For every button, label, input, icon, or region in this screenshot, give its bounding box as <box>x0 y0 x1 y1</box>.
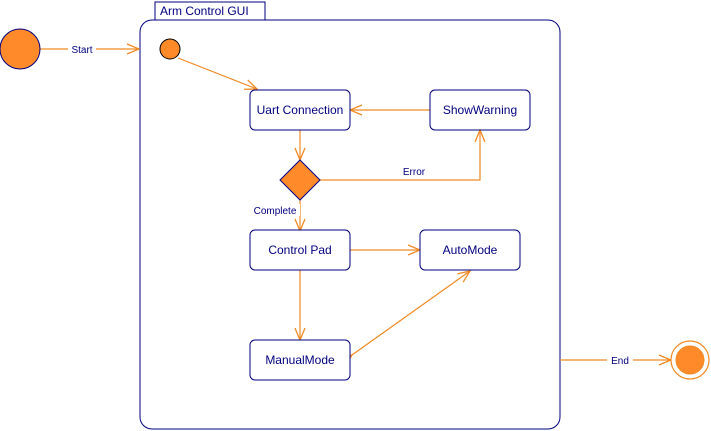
frame-title: Arm Control GUI <box>160 4 249 18</box>
initial-node <box>159 38 181 60</box>
complete-label-bg <box>250 204 300 216</box>
state-auto-mode: AutoMode <box>419 229 521 271</box>
state-control-pad: Control Pad <box>249 229 351 271</box>
edge-error <box>320 130 480 181</box>
error-label: Error <box>403 167 426 178</box>
composite-state-arm-control-gui: Arm Control GUI <box>139 1 561 430</box>
end-node <box>670 340 710 380</box>
edge-initial-to-uart <box>177 57 257 89</box>
state-uart-connection: Uart Connection <box>249 89 351 131</box>
start-node <box>0 28 41 70</box>
state-label: Uart Connection <box>257 103 344 117</box>
state-show-warning: ShowWarning <box>429 89 531 131</box>
transition-labels: Start Error Complete End <box>68 43 633 367</box>
edge-auto-manual <box>352 271 470 355</box>
complete-label: Complete <box>254 206 297 217</box>
transitions <box>40 49 671 360</box>
start-label: Start <box>71 45 92 56</box>
end-label-bg <box>607 354 633 366</box>
start-label-bg <box>68 43 96 55</box>
state-label: ManualMode <box>265 353 335 367</box>
decision-node <box>279 159 321 201</box>
composite-frame-body <box>139 19 561 430</box>
state-label: AutoMode <box>443 243 498 257</box>
frame-title-tab <box>154 1 266 20</box>
state-label: Control Pad <box>268 243 331 257</box>
state-label: ShowWarning <box>443 103 517 117</box>
state-manual-mode: ManualMode <box>249 339 351 381</box>
end-label: End <box>611 356 629 367</box>
